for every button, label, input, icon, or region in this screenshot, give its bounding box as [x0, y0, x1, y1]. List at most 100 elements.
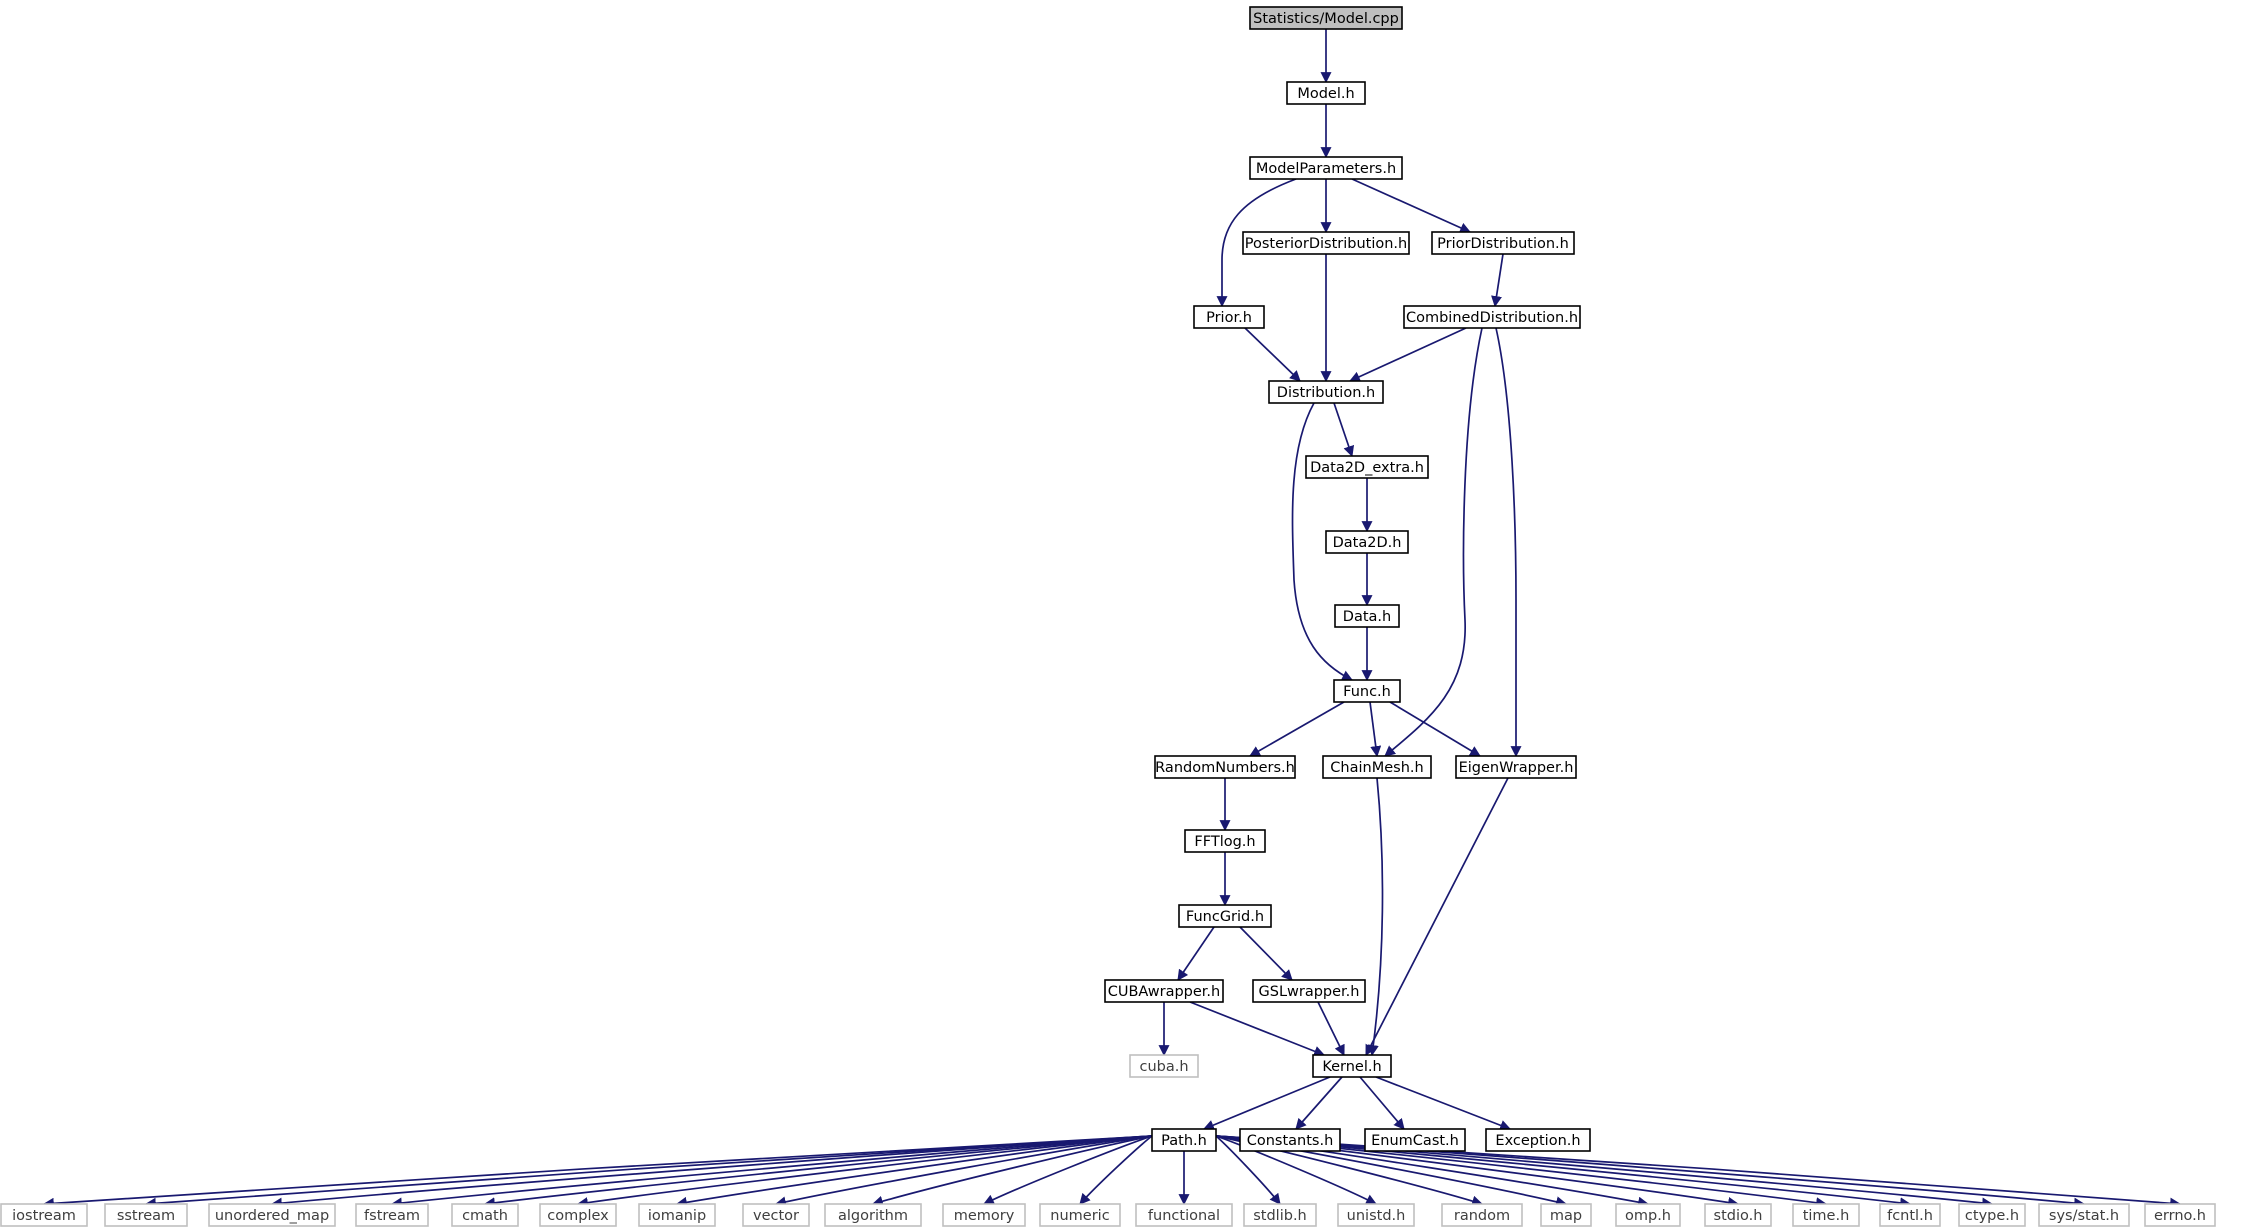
- node-statistics-model-cpp[interactable]: Statistics/Model.cpp: [1249, 6, 1403, 30]
- node-box: [1242, 231, 1410, 255]
- edge-eigenwrapper_h-to-kernel_h: [1365, 777, 1509, 1056]
- nodes-layer: Statistics/Model.cppModel.hModelParamete…: [0, 6, 2216, 1227]
- node-algorithm: algorithm: [824, 1203, 922, 1227]
- edge-func_h-to-eigenwrapper_h: [1389, 701, 1481, 757]
- node-box: [208, 1203, 336, 1227]
- node-label: Data.h: [1343, 609, 1391, 625]
- node-sstream: sstream: [104, 1203, 188, 1227]
- node-box: [1333, 679, 1401, 703]
- node-box: [1178, 904, 1272, 928]
- node-label: fstream: [364, 1208, 420, 1224]
- node-box: [1249, 6, 1403, 30]
- node-funcgrid-h[interactable]: FuncGrid.h: [1178, 904, 1272, 928]
- node-priordistribution-h[interactable]: PriorDistribution.h: [1431, 231, 1575, 255]
- node-box: [451, 1203, 519, 1227]
- node-numeric: numeric: [1039, 1203, 1121, 1227]
- edge-path_h-to-unordered_map: [270, 1135, 1153, 1209]
- node-label: GSLwrapper.h: [1259, 984, 1360, 1000]
- node-label: map: [1550, 1208, 1582, 1224]
- node-label: numeric: [1050, 1208, 1109, 1224]
- node-label: unordered_map: [215, 1208, 329, 1224]
- edge-combineddistribution_h-to-distribution_h: [1348, 327, 1467, 382]
- node-box: [2144, 1203, 2216, 1227]
- node-box: [1322, 755, 1432, 779]
- node-data2d-h[interactable]: Data2D.h: [1325, 530, 1409, 554]
- node-ctype-h: ctype.h: [1958, 1203, 2026, 1227]
- node-label: cmath: [462, 1208, 508, 1224]
- node-box: [2038, 1203, 2130, 1227]
- edge-path_h-to-stdlib_h: [1215, 1135, 1281, 1205]
- node-cubawrapper-h[interactable]: CUBAwrapper.h: [1104, 979, 1224, 1003]
- edge-path_h-to-sstream: [144, 1135, 1153, 1209]
- node-fftlog-h[interactable]: FFTlog.h: [1184, 829, 1266, 853]
- node-box: [1104, 979, 1224, 1003]
- node-unordered-map: unordered_map: [208, 1203, 336, 1227]
- node-combineddistribution-h[interactable]: CombinedDistribution.h: [1403, 305, 1581, 329]
- node-box: [1485, 1128, 1591, 1152]
- node-box: [1243, 1203, 1317, 1227]
- node-cuba-h: cuba.h: [1129, 1054, 1199, 1078]
- node-label: Kernel.h: [1322, 1059, 1381, 1075]
- node-modelparameters-h[interactable]: ModelParameters.h: [1249, 156, 1403, 180]
- edge-distribution_h-to-func_h: [1291, 402, 1353, 681]
- node-box: [1325, 530, 1409, 554]
- node-label: fcntl.h: [1887, 1208, 1933, 1224]
- node-label: Statistics/Model.cpp: [1253, 11, 1399, 27]
- node-box: [1305, 455, 1429, 479]
- node-omp-h: omp.h: [1615, 1203, 1681, 1227]
- node-exception-h[interactable]: Exception.h: [1485, 1128, 1591, 1152]
- edge-kernel_h-to-constants_h: [1295, 1076, 1343, 1130]
- node-box: [1268, 380, 1384, 404]
- edge-distribution_h-to-data2d_extra_h: [1333, 402, 1355, 458]
- node-map: map: [1540, 1203, 1592, 1227]
- node-unistd-h: unistd.h: [1337, 1203, 1415, 1227]
- node-label: EnumCast.h: [1371, 1133, 1459, 1149]
- node-random: random: [1441, 1203, 1523, 1227]
- node-label: PosteriorDistribution.h: [1245, 236, 1407, 252]
- node-box: [824, 1203, 922, 1227]
- node-box: [1879, 1203, 1941, 1227]
- node-box: [942, 1203, 1026, 1227]
- node-fcntl-h: fcntl.h: [1879, 1203, 1941, 1227]
- node-eigenwrapper-h[interactable]: EigenWrapper.h: [1455, 755, 1577, 779]
- node-box: [1129, 1054, 1199, 1078]
- node-label: FFTlog.h: [1194, 834, 1255, 850]
- node-stdlib-h: stdlib.h: [1243, 1203, 1317, 1227]
- node-posteriordistribution-h[interactable]: PosteriorDistribution.h: [1242, 231, 1410, 255]
- node-path-h[interactable]: Path.h: [1151, 1128, 1217, 1152]
- node-data2d-extra-h[interactable]: Data2D_extra.h: [1305, 455, 1429, 479]
- node-chainmesh-h[interactable]: ChainMesh.h: [1322, 755, 1432, 779]
- node-label: sys/stat.h: [2049, 1208, 2119, 1224]
- node-box: [1286, 81, 1366, 105]
- node-gslwrapper-h[interactable]: GSLwrapper.h: [1252, 979, 1366, 1003]
- edge-cubawrapper_h-to-kernel_h: [1189, 1001, 1326, 1057]
- node-label: cuba.h: [1139, 1059, 1188, 1075]
- node-label: Constants.h: [1247, 1133, 1334, 1149]
- node-iostream: iostream: [0, 1203, 88, 1227]
- node-box: [1184, 829, 1266, 853]
- node-label: CombinedDistribution.h: [1406, 310, 1578, 326]
- node-box: [1704, 1203, 1772, 1227]
- edge-combineddistribution_h-to-eigenwrapper_h: [1495, 327, 1522, 758]
- node-label: unistd.h: [1347, 1208, 1406, 1224]
- node-model-h[interactable]: Model.h: [1286, 81, 1366, 105]
- node-constants-h[interactable]: Constants.h: [1239, 1128, 1341, 1152]
- node-functional: functional: [1135, 1203, 1233, 1227]
- node-enumcast-h[interactable]: EnumCast.h: [1364, 1128, 1466, 1152]
- node-complex: complex: [539, 1203, 617, 1227]
- edge-priordistribution_h-to-combineddistribution_h: [1491, 253, 1504, 308]
- node-prior-h[interactable]: Prior.h: [1193, 305, 1265, 329]
- node-data-h[interactable]: Data.h: [1334, 604, 1400, 628]
- node-box: [355, 1203, 429, 1227]
- node-distribution-h[interactable]: Distribution.h: [1268, 380, 1384, 404]
- node-kernel-h[interactable]: Kernel.h: [1312, 1054, 1392, 1078]
- edge-path_h-to-complex: [576, 1135, 1153, 1209]
- node-box: [1615, 1203, 1681, 1227]
- node-func-h[interactable]: Func.h: [1333, 679, 1401, 703]
- node-randomnumbers-h[interactable]: RandomNumbers.h: [1154, 755, 1296, 779]
- edge-kernel_h-to-path_h: [1202, 1076, 1331, 1131]
- node-box: [1193, 305, 1265, 329]
- node-label: PriorDistribution.h: [1437, 236, 1569, 252]
- node-box: [1364, 1128, 1466, 1152]
- node-label: CUBAwrapper.h: [1108, 984, 1220, 1000]
